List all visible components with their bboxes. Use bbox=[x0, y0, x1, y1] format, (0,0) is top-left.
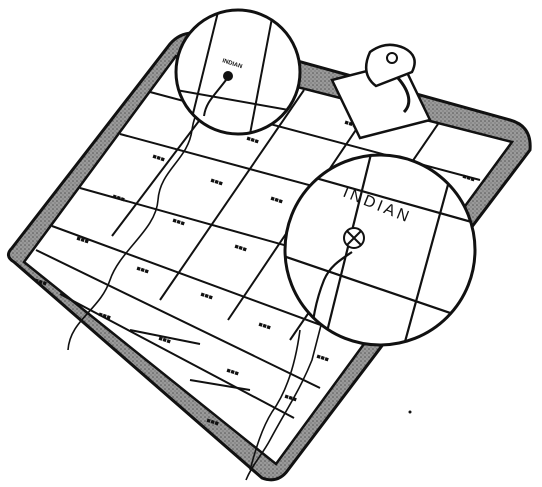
crosshair-marker-icon bbox=[344, 228, 364, 248]
stray-dot bbox=[409, 411, 412, 414]
pin-marker-icon bbox=[223, 71, 233, 81]
small-magnifier-circle: INDIAN bbox=[176, 10, 300, 134]
